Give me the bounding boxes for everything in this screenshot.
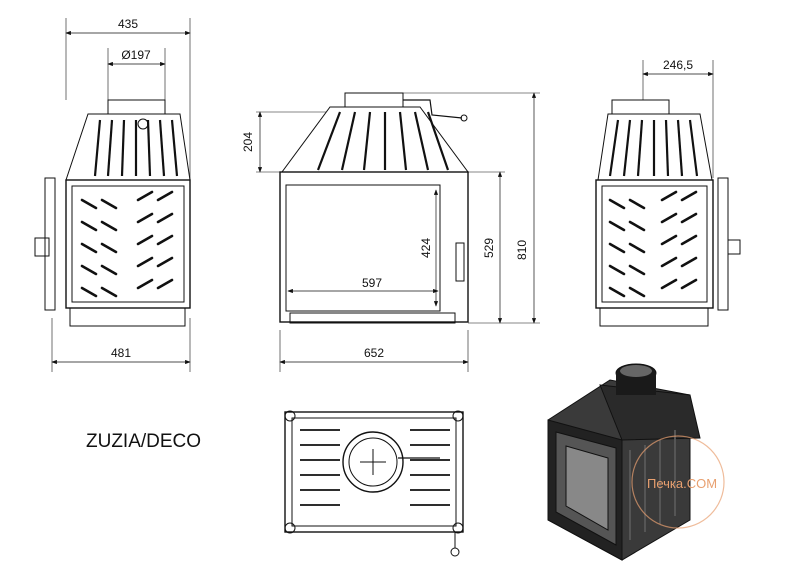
dim-door-height: 424 xyxy=(419,238,433,258)
top-view xyxy=(284,410,464,557)
dim-body-height: 529 xyxy=(482,238,496,258)
dim-door-width: 597 xyxy=(362,276,382,290)
dim-body-width: 652 xyxy=(364,346,384,360)
dim-side-offset: 246,5 xyxy=(663,58,693,72)
dim-top-height: 204 xyxy=(241,132,255,152)
side-view-right xyxy=(595,60,741,327)
isometric-view xyxy=(547,363,701,561)
side-view-left xyxy=(34,18,191,372)
dim-base-depth: 481 xyxy=(111,346,131,360)
watermark-circle xyxy=(631,435,725,529)
dim-front-width: 435 xyxy=(118,17,138,31)
front-view xyxy=(256,92,540,372)
watermark-text: Печка.COM xyxy=(647,476,717,491)
dim-flue-diameter: Ø197 xyxy=(121,48,151,62)
model-name: ZUZIA/DECO xyxy=(86,431,201,452)
dim-total-height: 810 xyxy=(515,240,529,260)
